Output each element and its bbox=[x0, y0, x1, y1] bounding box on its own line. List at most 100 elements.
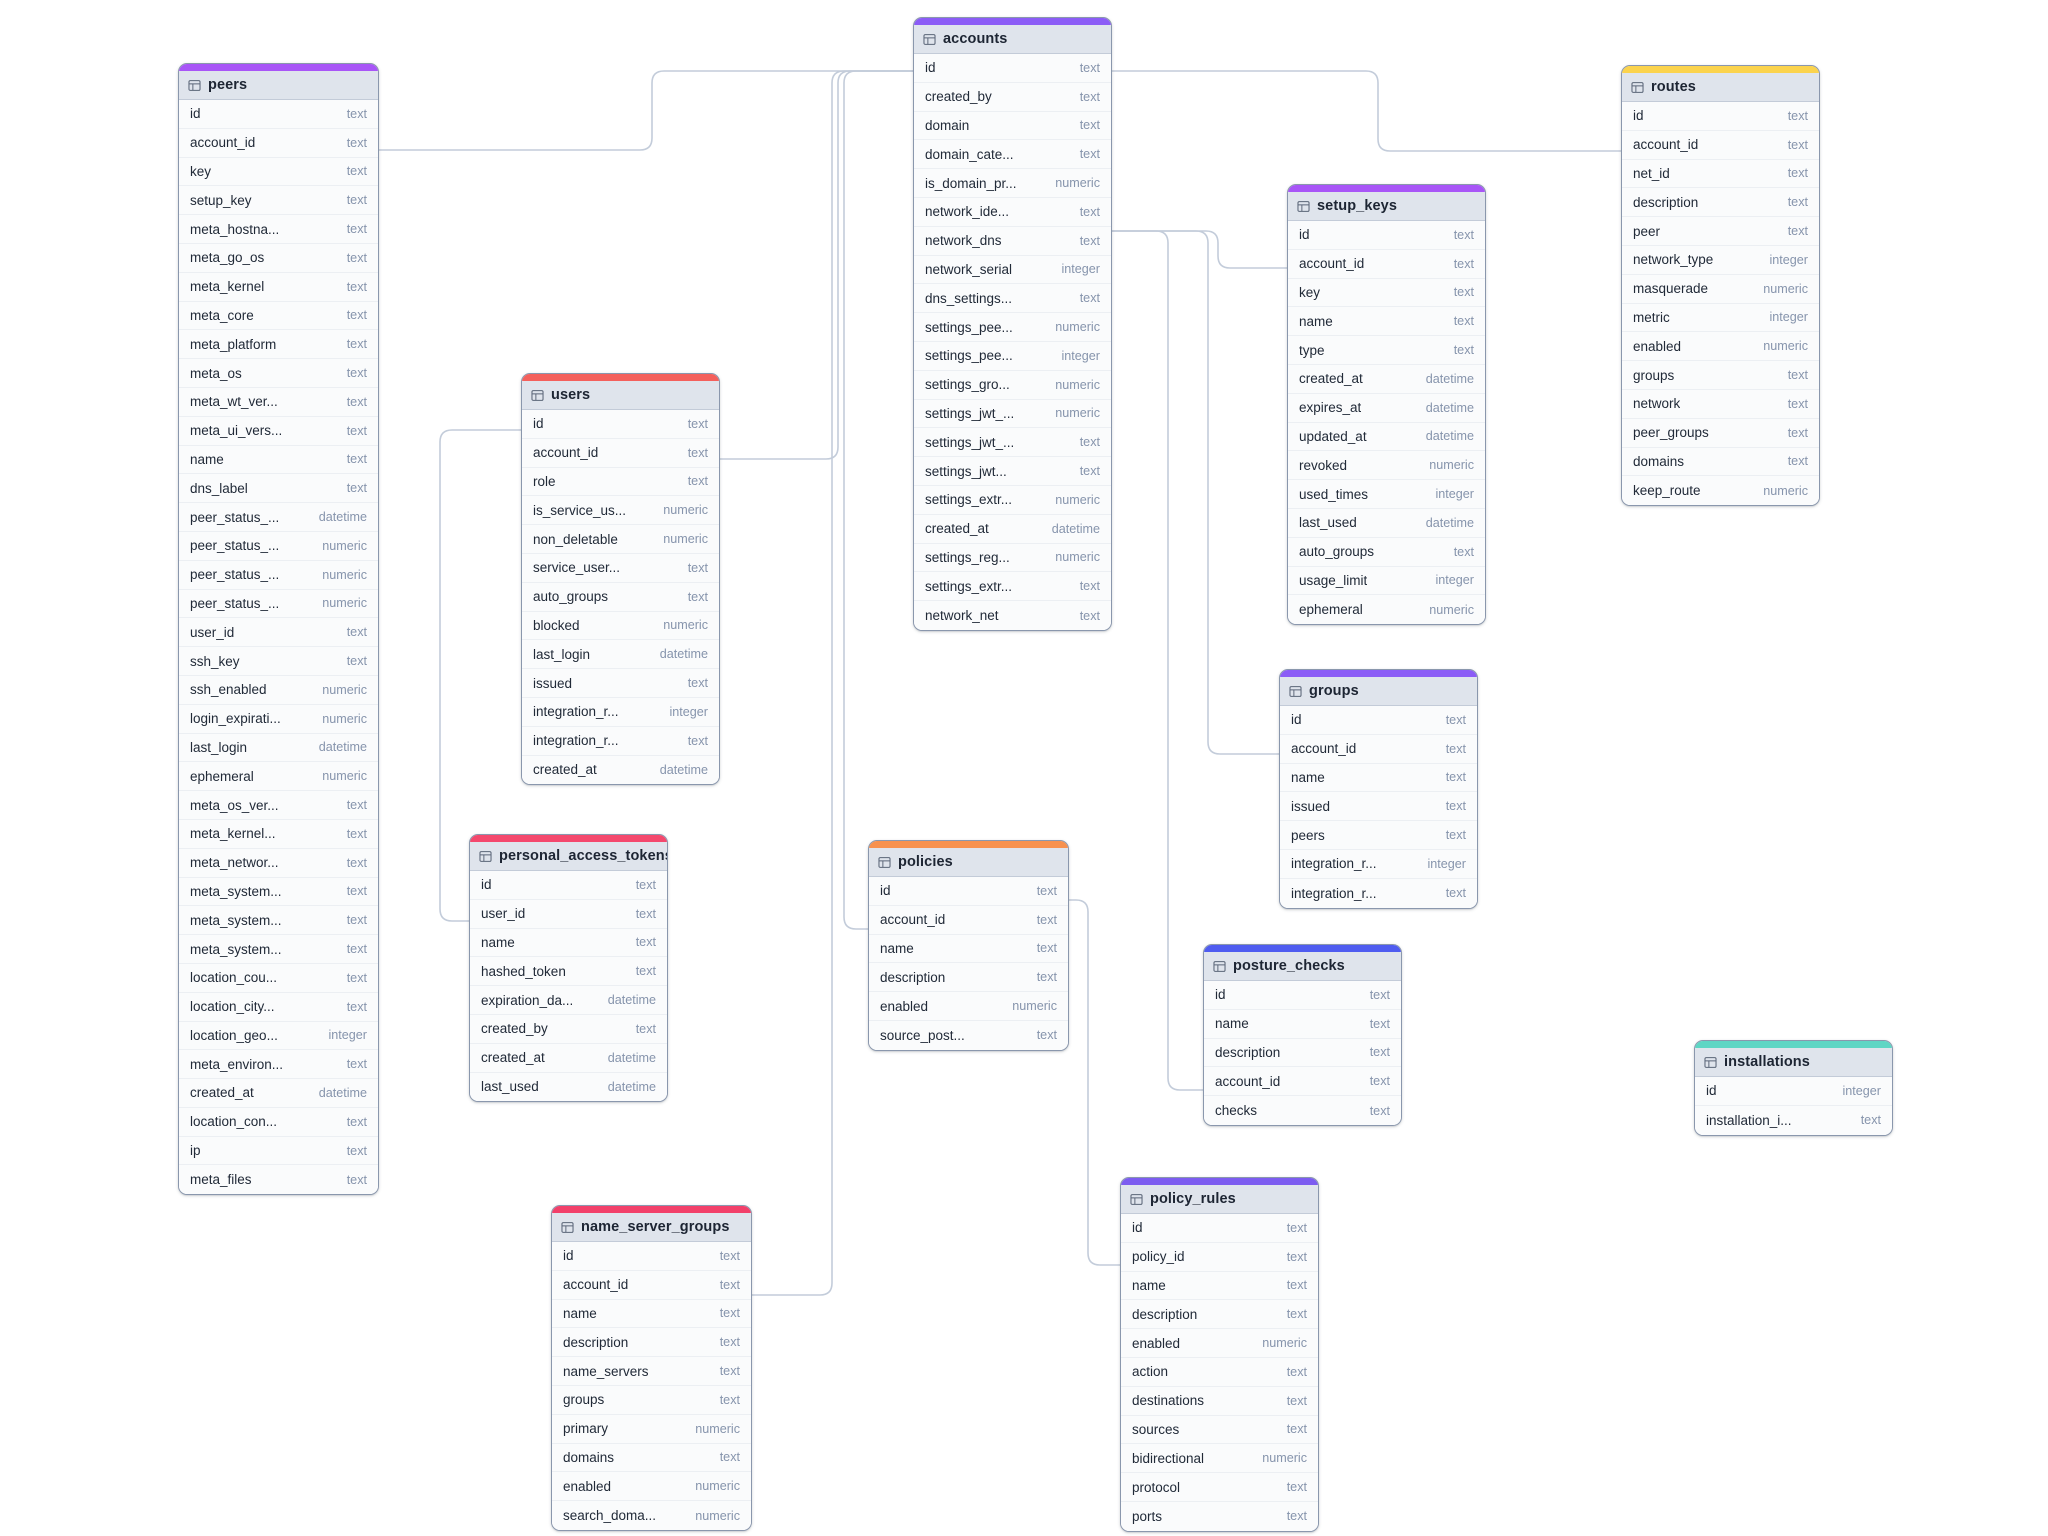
column-row[interactable]: meta_system...text bbox=[179, 877, 378, 907]
table-header-accounts[interactable]: accounts bbox=[914, 25, 1111, 54]
column-row[interactable]: meta_networ...text bbox=[179, 848, 378, 878]
column-row[interactable]: network_ide...text bbox=[914, 197, 1111, 227]
column-row[interactable]: settings_pee...numeric bbox=[914, 313, 1111, 342]
column-row[interactable]: settings_extr...numeric bbox=[914, 485, 1111, 515]
column-row[interactable]: source_post...text bbox=[869, 1020, 1068, 1050]
table-header-setup_keys[interactable]: setup_keys bbox=[1288, 192, 1485, 221]
column-row[interactable]: location_con...text bbox=[179, 1107, 378, 1137]
column-row[interactable]: location_city...text bbox=[179, 992, 378, 1022]
column-row[interactable]: peer_status_...numeric bbox=[179, 560, 378, 590]
table-header-posture_checks[interactable]: posture_checks bbox=[1204, 952, 1401, 981]
column-row[interactable]: settings_jwt_...text bbox=[914, 428, 1111, 458]
table-header-peers[interactable]: peers bbox=[179, 71, 378, 100]
column-row[interactable]: domain_cate...text bbox=[914, 140, 1111, 170]
table-header-policies[interactable]: policies bbox=[869, 848, 1068, 877]
column-row[interactable]: meta_ui_vers...text bbox=[179, 416, 378, 446]
column-row[interactable]: meta_hostna...text bbox=[179, 215, 378, 244]
column-row[interactable]: settings_jwt...text bbox=[914, 457, 1111, 486]
table-header-users[interactable]: users bbox=[522, 381, 719, 410]
column-row[interactable]: search_doma...numeric bbox=[552, 1501, 751, 1530]
column-row[interactable]: settings_reg...numeric bbox=[914, 543, 1111, 573]
column-row[interactable]: meta_os_ver...text bbox=[179, 791, 378, 820]
column-row[interactable]: settings_pee...integer bbox=[914, 341, 1111, 371]
column-row[interactable]: settings_gro...numeric bbox=[914, 370, 1111, 400]
column-row[interactable]: meta_system...text bbox=[179, 906, 378, 936]
column-row[interactable]: meta_wt_ver...text bbox=[179, 387, 378, 417]
column-row[interactable]: settings_jwt_...numeric bbox=[914, 399, 1111, 429]
column-row[interactable]: meta_kernel...text bbox=[179, 819, 378, 849]
column-row[interactable]: dns_settings...text bbox=[914, 284, 1111, 314]
column-row[interactable]: is_domain_pr...numeric bbox=[914, 169, 1111, 198]
